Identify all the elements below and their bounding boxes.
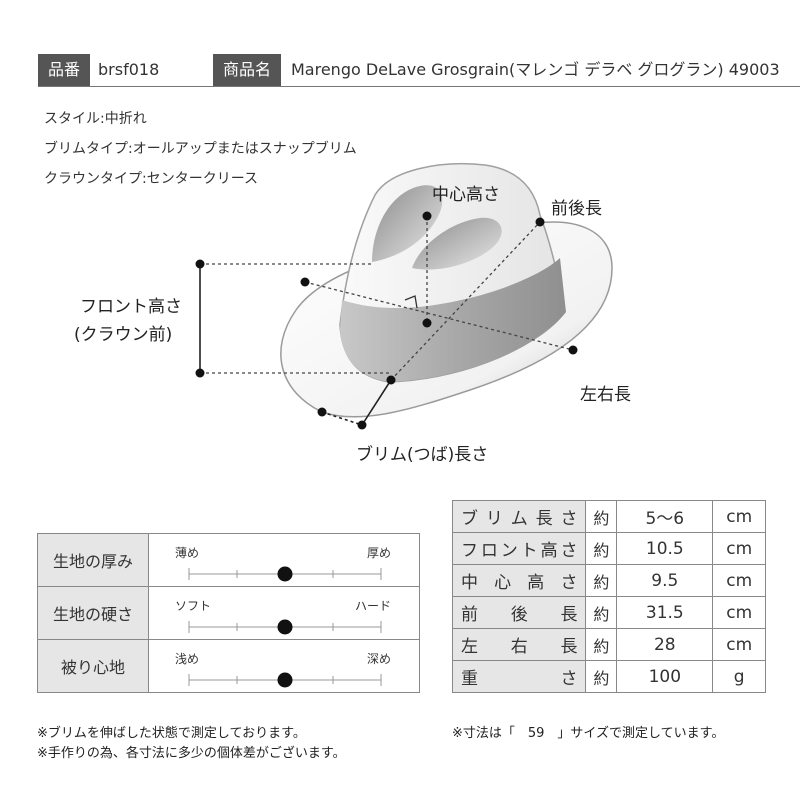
label-brim-length: ブリム(つば)長さ bbox=[356, 445, 489, 465]
size-table: ブリム長さ 約 5～6 cm フロント高さ 約 10.5 cm 中心高さ 約 9… bbox=[451, 500, 766, 693]
fabric-feel-table: 生地の厚み 薄め 厚め 生地の硬さ ソフト ハード bbox=[37, 533, 420, 693]
size-value: 31.5 bbox=[616, 596, 714, 629]
hat-crease-left bbox=[372, 185, 443, 262]
note-size: ※寸法は「 59 」サイズで測定しています。 bbox=[452, 726, 725, 741]
size-row: フロント高さ 約 10.5 cm bbox=[451, 532, 766, 565]
scale-high: 深め bbox=[366, 652, 391, 666]
label-front-height-sub: (クラウン前) bbox=[74, 325, 173, 345]
feel-scale: ソフト ハード bbox=[149, 587, 419, 639]
item-no-label: 品番 bbox=[38, 54, 90, 86]
size-row: 左右長 約 28 cm bbox=[451, 628, 766, 661]
size-value: 10.5 bbox=[616, 532, 714, 565]
scale-track bbox=[188, 619, 382, 635]
size-label: 中心高さ bbox=[451, 564, 587, 597]
feel-label: 生地の厚み bbox=[37, 533, 149, 587]
size-label: 前後長 bbox=[451, 596, 587, 629]
size-unit: cm bbox=[712, 628, 766, 661]
hat-diagram bbox=[195, 163, 613, 430]
size-value: 28 bbox=[616, 628, 714, 661]
size-unit: cm bbox=[712, 564, 766, 597]
size-row: 中心高さ 約 9.5 cm bbox=[451, 564, 766, 597]
item-no-value: brsf018 bbox=[98, 60, 160, 79]
size-label: 重さ bbox=[451, 660, 587, 693]
size-value: 9.5 bbox=[616, 564, 714, 597]
attr-brim-type: ブリムタイプ:オールアップまたはスナップブリム bbox=[44, 141, 357, 157]
size-unit: cm bbox=[712, 500, 766, 533]
label-front-back-length: 前後長 bbox=[551, 199, 602, 219]
size-row: 重さ 約 100 g bbox=[451, 660, 766, 693]
scale-marker bbox=[277, 672, 293, 688]
size-approx: 約 bbox=[585, 596, 618, 629]
hat-crease-right bbox=[412, 217, 502, 270]
feel-row-thickness: 生地の厚み 薄め 厚め bbox=[37, 533, 420, 587]
scale-marker bbox=[277, 619, 293, 635]
label-front-height: フロント高さ bbox=[80, 297, 182, 317]
scale-track bbox=[188, 672, 382, 688]
scale-low: 浅め bbox=[175, 652, 200, 666]
scale-high: ハード bbox=[354, 599, 391, 613]
size-approx: 約 bbox=[585, 532, 618, 565]
feel-scale: 浅め 深め bbox=[149, 640, 419, 692]
size-unit: cm bbox=[712, 532, 766, 565]
size-value: 5～6 bbox=[616, 500, 714, 533]
size-label: フロント高さ bbox=[451, 532, 587, 565]
attr-crown-type: クラウンタイプ:センタークリース bbox=[44, 171, 259, 187]
size-approx: 約 bbox=[585, 564, 618, 597]
note-handmade: ※手作りの為、各寸法に多少の個体差がございます。 bbox=[37, 746, 346, 761]
scale-track bbox=[188, 566, 382, 582]
size-label: ブリム長さ bbox=[451, 500, 587, 533]
header-rule bbox=[38, 86, 800, 87]
feel-scale: 薄め 厚め bbox=[149, 534, 419, 586]
feel-label: 被り心地 bbox=[37, 639, 149, 693]
scale-low: 薄め bbox=[175, 546, 200, 560]
product-name-label: 商品名 bbox=[213, 54, 281, 86]
size-row: 前後長 約 31.5 cm bbox=[451, 596, 766, 629]
size-row: ブリム長さ 約 5～6 cm bbox=[451, 500, 766, 533]
attr-style: スタイル:中折れ bbox=[44, 111, 147, 127]
product-name-value: Marengo DeLave Grosgrain(マレンゴ デラベ グログラン)… bbox=[291, 60, 780, 79]
label-center-height: 中心高さ bbox=[432, 185, 500, 205]
note-brim: ※ブリムを伸ばした状態で測定しております。 bbox=[37, 726, 306, 741]
size-approx: 約 bbox=[585, 500, 618, 533]
size-label: 左右長 bbox=[451, 628, 587, 661]
size-value: 100 bbox=[616, 660, 714, 693]
size-unit: g bbox=[712, 660, 766, 693]
feel-label: 生地の硬さ bbox=[37, 586, 149, 640]
scale-low: ソフト bbox=[175, 599, 212, 613]
scale-marker bbox=[277, 566, 293, 582]
scale-high: 厚め bbox=[366, 546, 391, 560]
size-approx: 約 bbox=[585, 660, 618, 693]
feel-row-fit: 被り心地 浅め 深め bbox=[37, 639, 420, 693]
size-unit: cm bbox=[712, 596, 766, 629]
feel-row-hardness: 生地の硬さ ソフト ハード bbox=[37, 586, 420, 640]
size-approx: 約 bbox=[585, 628, 618, 661]
label-side-length: 左右長 bbox=[580, 385, 631, 405]
